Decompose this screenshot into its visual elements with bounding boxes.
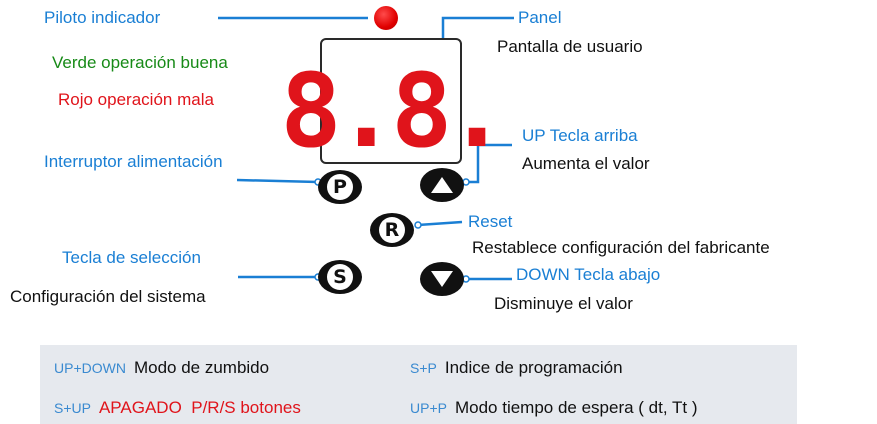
combo-key: S+UP [54, 400, 91, 416]
up-button[interactable] [420, 168, 464, 202]
combo-description: APAGADO P/R/S botones [98, 398, 301, 417]
combo-row: UP+DOWN Modo de zumbido [54, 358, 269, 378]
display-panel: 8.8. [280, 38, 508, 171]
red-status-label: Rojo operación mala [58, 90, 214, 109]
panel-label: Panel [518, 8, 562, 27]
increase-value-label: Aumenta el valor [522, 154, 650, 173]
r-button[interactable]: R [370, 213, 414, 247]
combo-row: S+P Indice de programación [410, 358, 623, 378]
r-button-label: R [379, 217, 405, 243]
select-key-label: Tecla de selección [62, 248, 201, 267]
p-button-label: P [327, 174, 353, 200]
s-button-label: S [327, 264, 353, 290]
combo-description: Modo tiempo de espera ( dt, Tt ) [454, 398, 698, 417]
combo-row: UP+P Modo tiempo de espera ( dt, Tt ) [410, 398, 698, 418]
s-button[interactable]: S [318, 260, 362, 294]
combo-key: UP+DOWN [54, 360, 126, 376]
up-key-label: UP Tecla arriba [522, 126, 638, 145]
power-switch-label: Interruptor alimentación [44, 152, 223, 171]
green-status-label: Verde operación buena [52, 53, 228, 72]
seven-segment-display: 8.8. [280, 52, 508, 171]
combo-description: Modo de zumbido [133, 358, 270, 377]
reset-label: Reset [468, 212, 513, 231]
user-display-label: Pantalla de usuario [497, 37, 643, 56]
pilot-indicator-label: Piloto indicador [44, 8, 161, 27]
triangle-up-icon [431, 177, 453, 193]
p-button[interactable]: P [318, 170, 362, 204]
combo-description: Indice de programación [444, 358, 623, 377]
decrease-value-label: Disminuye el valor [494, 294, 633, 313]
pilot-led [374, 6, 398, 30]
down-key-label: DOWN Tecla abajo [516, 265, 661, 284]
system-config-label: Configuración del sistema [10, 287, 206, 306]
combo-row: S+UP APAGADO P/R/S botones [54, 398, 301, 418]
triangle-down-icon [431, 271, 453, 287]
combo-key: S+P [410, 360, 437, 376]
display-digits: 8.8. [280, 52, 502, 171]
factory-reset-label: Restablece configuración del fabricante [472, 238, 770, 257]
combo-key: UP+P [410, 400, 447, 416]
down-button[interactable] [420, 262, 464, 296]
key-combinations-table: UP+DOWN Modo de zumbido S+P Indice de prog… [40, 345, 797, 424]
